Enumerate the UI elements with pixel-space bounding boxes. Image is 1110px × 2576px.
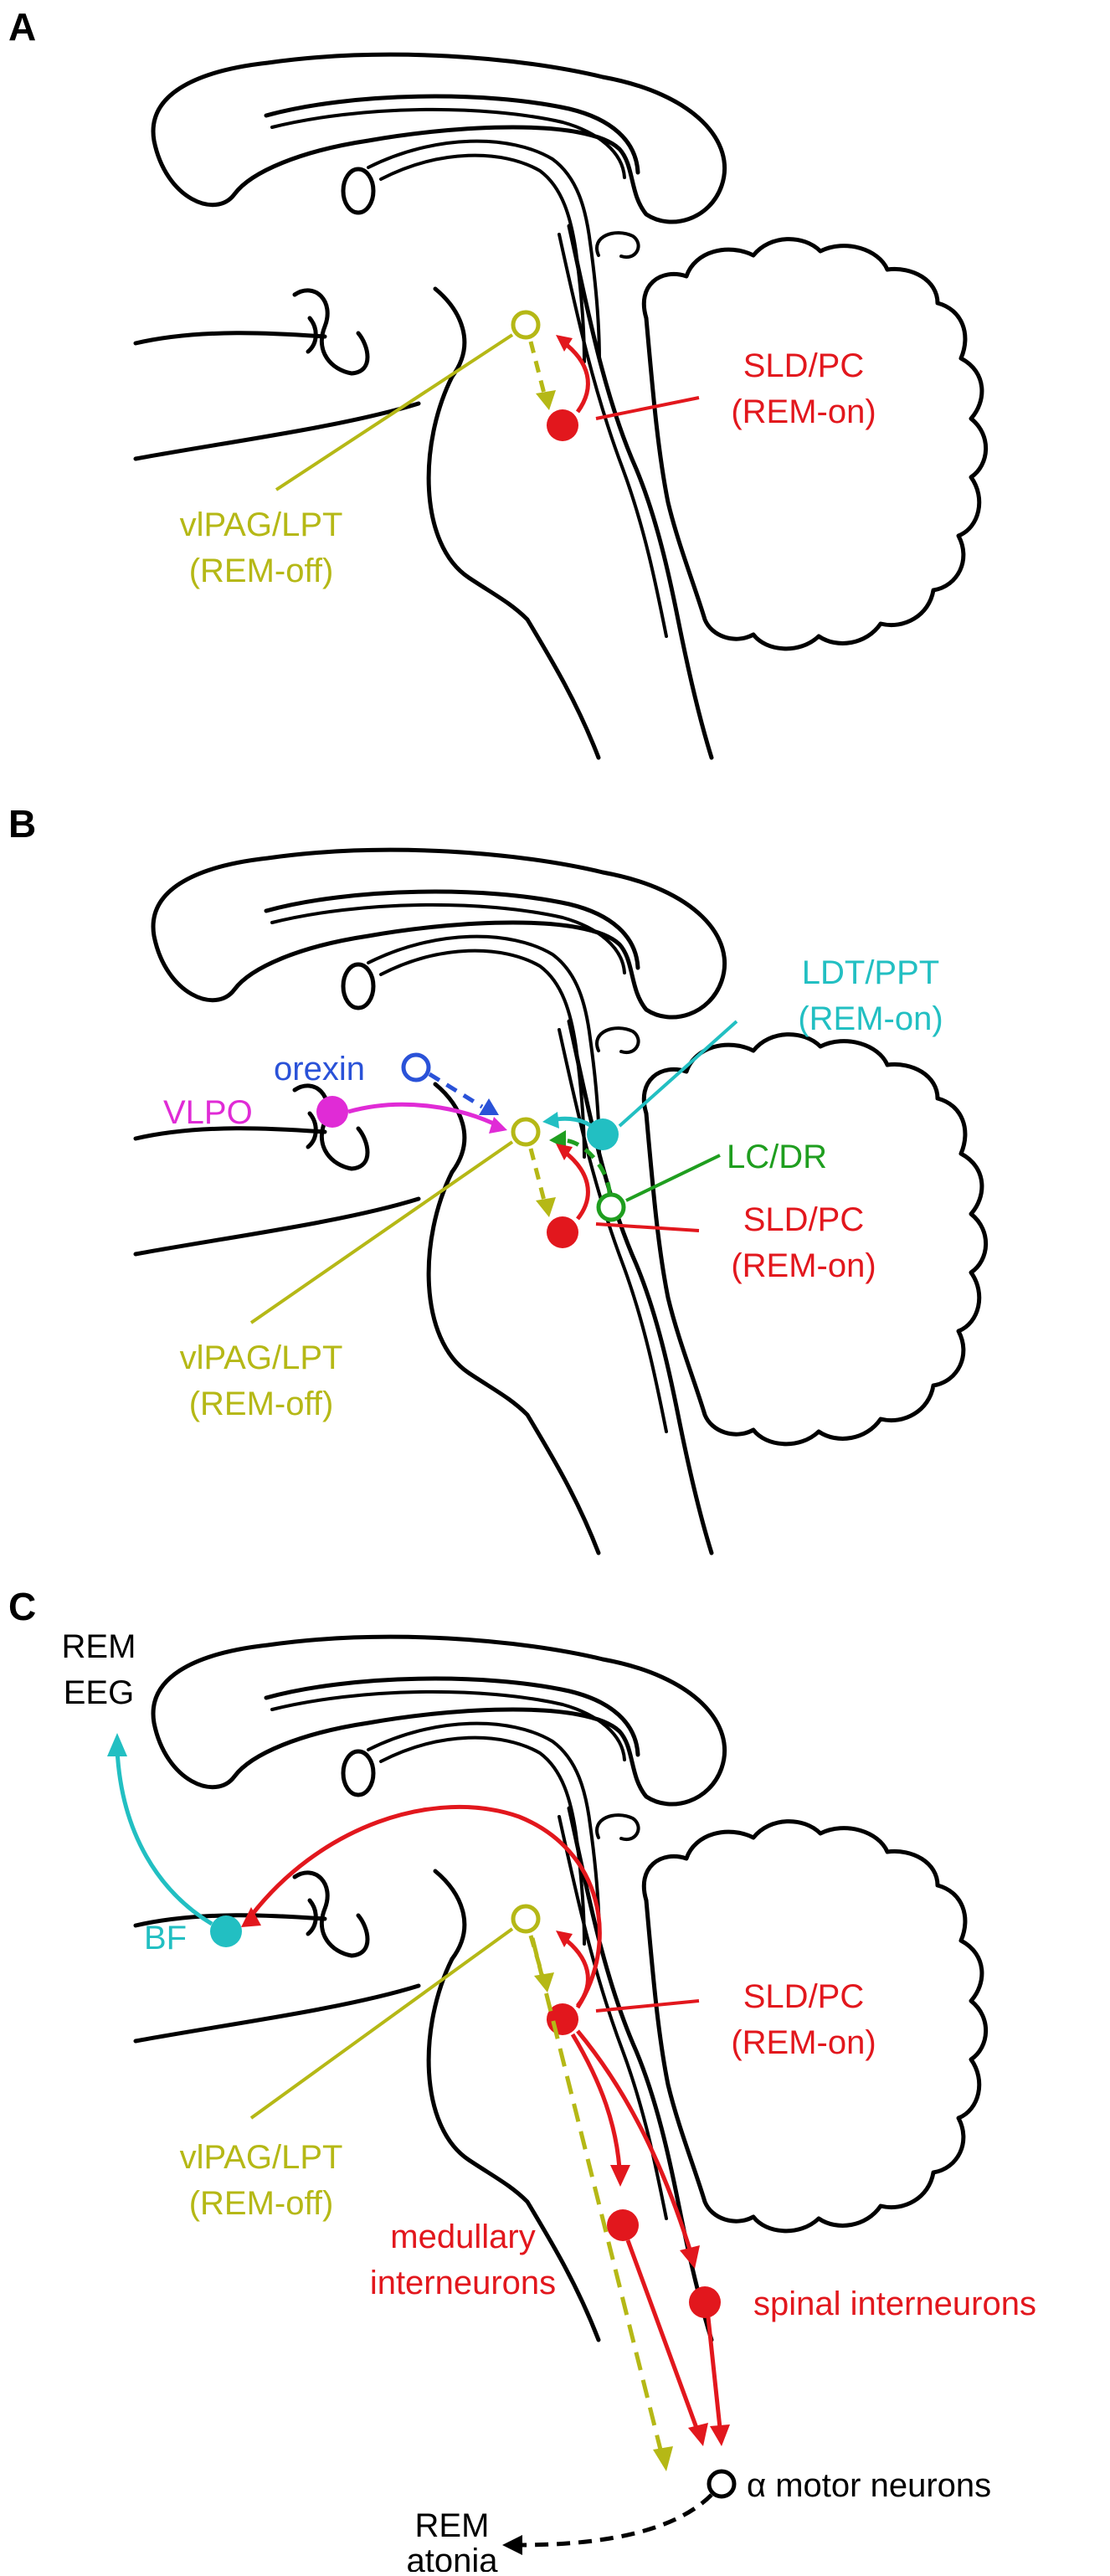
- lcdr-to-vlpag-arrow-b: [562, 1138, 612, 1195]
- sld-leader-b: [595, 1222, 700, 1232]
- vlpag-state-a: (REM-off): [189, 553, 334, 589]
- ldt-neuron-b: [587, 1118, 619, 1150]
- spinal-label-c: spinal interneurons: [753, 2285, 1036, 2322]
- vlpag-label-b: vlPAG/LPT: [180, 1339, 343, 1376]
- medullary-motor-arrowhead-c: [688, 2423, 708, 2446]
- vlpag-leader-c: [249, 1927, 514, 2120]
- sld-state-b: (REM-on): [731, 1247, 876, 1284]
- vlpag-neuron-b: [511, 1117, 541, 1147]
- sld-leader-a: [595, 396, 700, 420]
- vlpag-to-motor-arrow-c: [530, 1937, 664, 2454]
- vlpag-to-sld-arrow-a: [528, 341, 547, 394]
- vlpag-label-c: vlPAG/LPT: [180, 2139, 343, 2176]
- sld-label-a: SLD/PC: [743, 347, 865, 384]
- orexin-neuron-b: [401, 1052, 431, 1082]
- atonia-arrowhead-c: [502, 2535, 522, 2555]
- vlpag-state-b: (REM-off): [189, 1386, 334, 1422]
- sld-to-medullary-arrow-c: [570, 2033, 622, 2169]
- eeg-arrowhead-c: [107, 1733, 127, 1756]
- atonia-label-line2-c: atonia: [407, 2543, 499, 2572]
- vlpag-to-sld-arrow-b: [528, 1148, 547, 1201]
- sld-neuron-b: [547, 1216, 578, 1248]
- ldt-arrowhead-b: [542, 1112, 559, 1129]
- medullary-label-line2-c: interneurons: [370, 2265, 556, 2301]
- sld-arrowhead-a: [556, 335, 573, 352]
- rem-eeg-label-line2-c: EEG: [64, 1674, 134, 1711]
- sld-neuron-a: [547, 409, 578, 441]
- panel-a: A SLD/PC (REM-on) vlPAG/LPT (REM-off): [8, 5, 986, 758]
- lcdr-arrowhead-b: [549, 1130, 566, 1149]
- ldt-state-b: (REM-on): [798, 1000, 943, 1037]
- bf-to-eeg-arrow-c: [115, 1749, 213, 1926]
- motor-label-c: α motor neurons: [747, 2467, 991, 2504]
- medullary-label-line1-c: medullary: [390, 2219, 535, 2255]
- motor-to-atonia-arrow-c: [518, 2493, 713, 2548]
- bf-label-c: BF: [144, 1920, 187, 1956]
- atonia-label-line1-c: REM: [415, 2507, 490, 2544]
- vlpo-to-vlpag-arrow-b: [347, 1102, 502, 1129]
- sld-to-vlpag-arrow-c: [561, 1936, 590, 2008]
- spinal-motor-arrowhead-c: [710, 2424, 730, 2446]
- vlpo-label-b: VLPO: [163, 1094, 253, 1131]
- medullary-neuron-c: [607, 2209, 639, 2241]
- panel-b: B LDT/PP: [8, 802, 986, 1553]
- sld-to-vlpag-arrow-b: [561, 1149, 590, 1221]
- sld-leader-c: [595, 1999, 700, 2013]
- vlpag-label-a: vlPAG/LPT: [180, 506, 343, 543]
- medullary-to-motor-arrow-c: [625, 2239, 699, 2429]
- ldt-leader-b: [618, 1020, 738, 1128]
- vlpag-leader-a: [275, 333, 514, 491]
- sld-label-b: SLD/PC: [743, 1201, 865, 1238]
- vlpag-state-c: (REM-off): [189, 2185, 334, 2222]
- sld-to-vlpag-arrow-a: [561, 340, 590, 414]
- orexin-arrowhead-b: [479, 1098, 499, 1115]
- sld-to-bf-arrow-c: [244, 1805, 602, 2009]
- panel-c: C: [8, 1585, 1036, 2576]
- vlpo-arrowhead-b: [489, 1117, 507, 1134]
- spinal-to-motor-arrow-c: [706, 2316, 722, 2429]
- sld-state-a: (REM-on): [731, 393, 876, 430]
- vlpag-arrowhead-a: [536, 390, 556, 410]
- vlpag-leader-b: [249, 1140, 514, 1324]
- orexin-to-vlpag-arrow-b: [428, 1072, 484, 1109]
- sld-arrowhead-b: [556, 1144, 573, 1160]
- sld-state-c: (REM-on): [731, 2024, 876, 2061]
- panel-letter-b: B: [8, 802, 36, 846]
- rem-eeg-label-line1-c: REM: [62, 1628, 136, 1665]
- lcdr-label-b: LC/DR: [727, 1139, 827, 1175]
- medullary-arrowhead-c: [610, 2165, 630, 2187]
- sld-label-c: SLD/PC: [743, 1978, 865, 2015]
- vlpag-neuron-c: [511, 1904, 541, 1934]
- lcdr-neuron-b: [596, 1192, 626, 1222]
- panel-letter-a: A: [8, 5, 36, 49]
- panel-letter-c: C: [8, 1585, 36, 1628]
- ldt-label-b: LDT/PPT: [802, 954, 939, 991]
- vlpag-neuron-a: [511, 310, 541, 340]
- sld-vlpag-arrowhead-c: [556, 1931, 573, 1947]
- spinal-neuron-c: [689, 2286, 721, 2318]
- motor-neuron-c: [707, 2469, 737, 2499]
- sld-to-spinal-arrow-c: [576, 2029, 693, 2253]
- bf-neuron-c: [210, 1915, 242, 1947]
- vlpag-motor-arrowhead-c: [653, 2446, 673, 2471]
- vlpag-arrowhead-b: [536, 1197, 556, 1217]
- bf-arrowhead-c: [241, 1907, 261, 1927]
- orexin-label-b: orexin: [274, 1051, 365, 1087]
- vlpo-neuron-b: [316, 1096, 348, 1128]
- lcdr-leader-b: [625, 1154, 721, 1202]
- spinal-arrowhead-c: [680, 2245, 700, 2269]
